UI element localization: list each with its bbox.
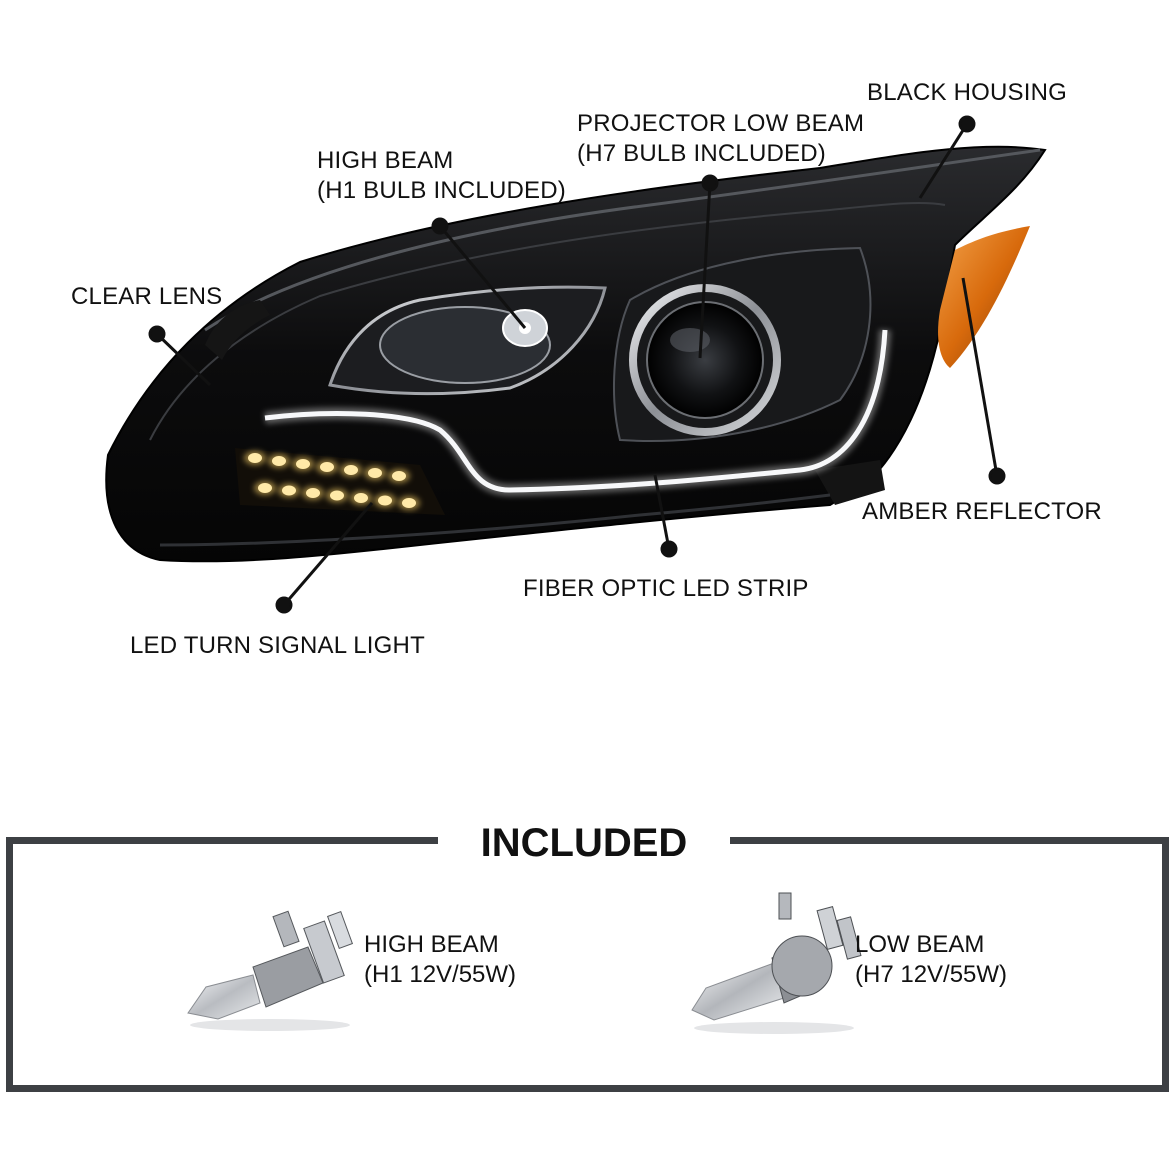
- led-diode: [248, 453, 262, 463]
- led-diode: [320, 462, 334, 472]
- led-diode: [392, 471, 406, 481]
- callout-clear-lens: CLEAR LENS: [71, 283, 223, 310]
- callout-led-turn-signal: LED TURN SIGNAL LIGHT: [130, 632, 425, 659]
- leader-high-beam: [438, 225, 527, 329]
- leader-led-turn-signal: [282, 502, 374, 606]
- leader-black-housing: [918, 123, 969, 199]
- led-diode: [282, 485, 296, 496]
- led-diode: [368, 468, 382, 478]
- leader-clear-lens: [155, 332, 212, 387]
- led-diode: [258, 483, 272, 493]
- leader-lines: [148, 115, 1006, 614]
- high-beam-bulb-label: HIGH BEAM (H1 12V/55W): [364, 931, 517, 988]
- leader-amber-reflector: [961, 277, 999, 477]
- leader-fiber-optic: [653, 474, 671, 550]
- led-diode: [306, 488, 320, 498]
- projector-lens-reflection: [670, 328, 710, 352]
- led-diode: [354, 493, 368, 503]
- included-title: INCLUDED: [438, 818, 730, 868]
- led-diode: [330, 490, 344, 501]
- mounting-tab-left: [205, 300, 270, 360]
- callout-black-housing: BLACK HOUSING: [867, 79, 1067, 106]
- led-diode: [272, 456, 286, 466]
- projector-lens: [646, 301, 764, 419]
- led-diode: [402, 498, 416, 508]
- callout-high-beam: HIGH BEAM (H1 BULB INCLUDED): [317, 147, 566, 204]
- low-beam-bulb-label: LOW BEAM (H7 12V/55W): [855, 931, 1008, 988]
- amber-reflector-lens: [938, 226, 1030, 368]
- leader-projector-low-beam: [698, 182, 712, 359]
- h7-bulb-icon: [691, 892, 862, 1034]
- housing-rim: [204, 148, 1041, 332]
- headlight-illustration: [105, 115, 1047, 614]
- mounting-tab-right: [815, 460, 885, 505]
- led-diode: [296, 459, 310, 469]
- housing-lower-trim: [159, 493, 831, 547]
- led-diode: [344, 465, 358, 475]
- callout-projector-low-beam: PROJECTOR LOW BEAM (H7 BULB INCLUDED): [577, 110, 865, 167]
- callout-amber-reflector: AMBER REFLECTOR: [862, 498, 1102, 525]
- fiber-optic-strip: [264, 329, 888, 493]
- led-diode: [378, 495, 392, 506]
- callout-fiber-optic-led-strip: FIBER OPTIC LED STRIP: [523, 575, 809, 602]
- led-turn-signal-array: [235, 448, 445, 515]
- h1-bulb-icon: [187, 910, 354, 1031]
